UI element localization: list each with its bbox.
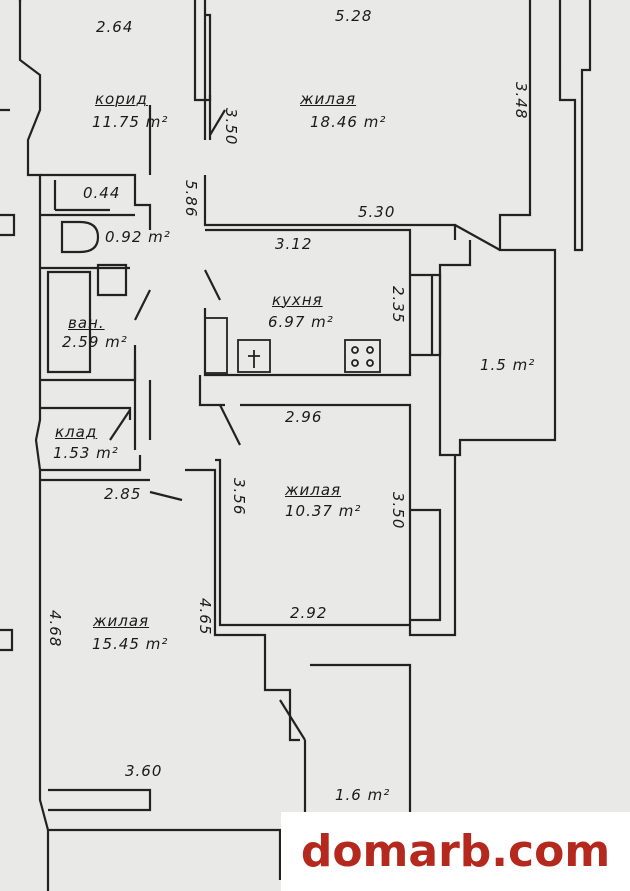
- corridor-name: корид: [95, 90, 148, 108]
- top-wall: [18, 0, 212, 102]
- dim-4-65: 4.65: [196, 598, 214, 636]
- kitchen-window: [410, 273, 442, 357]
- bath-area: 2.59 m²: [62, 333, 128, 351]
- right-outer-wall: [438, 0, 557, 457]
- living-left-name: жилая: [93, 612, 150, 630]
- living-big-walls: [203, 0, 457, 240]
- kitchen-sink: [237, 339, 271, 373]
- living-big-name: жилая: [300, 90, 357, 108]
- dim-3-50a: 3.50: [222, 108, 240, 146]
- dim-2-64: 2.64: [96, 18, 134, 36]
- wc-area: 0.92 m²: [105, 228, 171, 246]
- storage-area: 1.53 m²: [53, 444, 119, 462]
- watermark: domarb.com: [281, 812, 630, 891]
- bottom-wall: [46, 788, 152, 891]
- dim-4-68: 4.68: [46, 610, 64, 648]
- bath-name: ван.: [68, 314, 105, 332]
- right-window: [558, 0, 592, 252]
- living-mid-area: 10.37 m²: [285, 502, 362, 520]
- kitchen-name: кухня: [272, 291, 323, 309]
- living-big-area: 18.46 m²: [310, 113, 387, 131]
- dim-2-92: 2.92: [290, 604, 328, 622]
- door-swing-5: [279, 699, 306, 741]
- dim-3-50b: 3.50: [389, 492, 407, 530]
- sink: [96, 263, 128, 297]
- bathtub: [46, 270, 92, 374]
- dim-5-28: 5.28: [335, 7, 373, 25]
- kitchen-area: 6.97 m²: [268, 313, 334, 331]
- corridor-partition: [133, 105, 152, 450]
- left-living-walls: [40, 468, 307, 830]
- dim-2-96: 2.96: [285, 408, 323, 426]
- dim-5-86: 5.86: [182, 180, 200, 218]
- dim-3-56: 3.56: [230, 478, 248, 516]
- dim-3-48: 3.48: [512, 82, 530, 120]
- mid-window: [410, 508, 442, 622]
- toilet-area: 0.44: [83, 184, 121, 202]
- corridor-area: 11.75 m²: [92, 113, 169, 131]
- mid-living-walls: [215, 458, 410, 627]
- door-swing-3: [219, 404, 241, 446]
- left-outer-wall: [18, 0, 282, 880]
- kitchen-door: [204, 269, 221, 301]
- toilet-bowl: [60, 220, 100, 254]
- dim-2-85: 2.85: [104, 485, 142, 503]
- dim-3-60: 3.60: [125, 762, 163, 780]
- left-edge-wall: [0, 108, 16, 652]
- living-left-area: 15.45 m²: [92, 635, 169, 653]
- stove: [344, 339, 381, 373]
- balcony-bottom-area: 1.6 m²: [335, 786, 391, 804]
- bottom-balcony: [310, 663, 412, 830]
- middle-partition: [198, 375, 457, 637]
- door-swing-4: [109, 409, 131, 441]
- storage-walls: [40, 406, 142, 472]
- balcony-top-area: 1.5 m²: [480, 356, 536, 374]
- dim-2-35: 2.35: [389, 286, 407, 324]
- door-swing-1: [209, 109, 226, 136]
- door-swing-6: [149, 490, 183, 502]
- watermark-text: domarb.com: [300, 826, 611, 877]
- door-swing-2: [454, 224, 501, 251]
- dim-5-30: 5.30: [358, 203, 396, 221]
- storage-name: клад: [55, 423, 98, 441]
- dim-3-12: 3.12: [275, 235, 313, 253]
- fridge: [204, 317, 228, 374]
- living-mid-name: жилая: [285, 481, 342, 499]
